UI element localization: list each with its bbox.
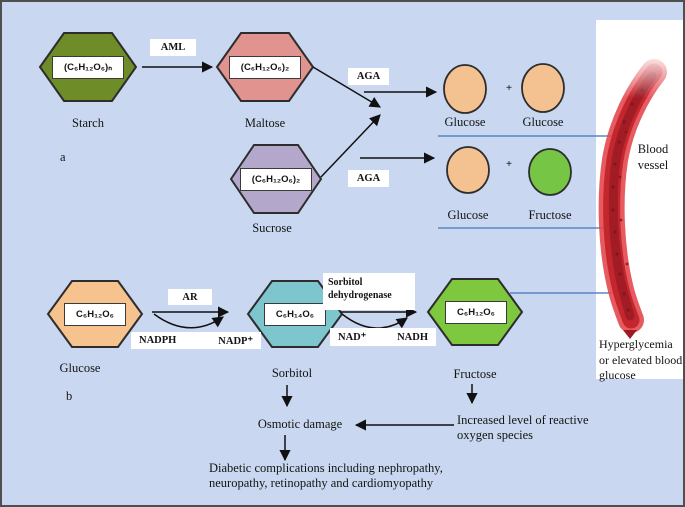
plus-sign-top: + xyxy=(505,82,513,94)
diabetic-complications-line1: Diabetic complications including nephrop… xyxy=(209,461,443,475)
glucose-product-label-2: Glucose xyxy=(522,115,564,129)
nadh-label: NADH xyxy=(397,331,428,343)
vessel-blood-cells xyxy=(611,88,644,312)
reaction-arrows xyxy=(142,61,478,462)
arrow-nad-swoosh xyxy=(341,313,408,329)
starch-label: Starch xyxy=(72,116,104,130)
nad-label: NAD⁺ xyxy=(338,332,367,343)
arrow-maltose-converge xyxy=(312,66,381,108)
ros-label-line1: Increased level of reactive xyxy=(457,413,589,427)
plus-sign-bottom: + xyxy=(505,158,513,170)
glucose-product-label-1: Glucose xyxy=(444,115,486,129)
sucrose-label: Sucrose xyxy=(252,221,292,235)
hyperglycemia-caption: Hyperglycemia or elevated blood glucose xyxy=(599,337,683,382)
fructose-product-label: Fructose xyxy=(528,208,572,222)
glucose-formula-box: C₆H₁₂O₆ xyxy=(64,303,126,326)
blood-vessel-label: Blood vessel xyxy=(637,142,669,172)
maltose-label: Maltose xyxy=(244,116,286,130)
fructose-circle xyxy=(528,148,572,196)
glucose-circle-2 xyxy=(521,63,565,113)
starch-formula-box: (C₆H₁₂O₆)ₙ xyxy=(52,56,124,79)
aga-bottom-enzyme-box: AGA xyxy=(348,170,389,187)
ros-label: Increased level of reactive oxygen speci… xyxy=(457,413,597,443)
arrow-nadph-swoosh xyxy=(153,313,224,329)
glucose-circle-3 xyxy=(446,146,490,194)
vessel-core xyxy=(608,71,657,321)
maltose-formula-box: (C₆H₁₂O₆)₂ xyxy=(229,56,301,79)
fructose-b-label: Fructose xyxy=(453,367,497,381)
sdh-enzyme-box: Sorbitol dehydrogenase xyxy=(323,273,415,310)
ar-enzyme-box: AR xyxy=(168,289,212,305)
osmotic-damage-label: Osmotic damage xyxy=(257,417,343,431)
sorbitol-formula-box: C₆H₁₄O₆ xyxy=(264,303,326,326)
nadp-label: NADP⁺ xyxy=(218,335,253,347)
glucose-product-label-3: Glucose xyxy=(447,208,489,222)
aga-top-enzyme-box: AGA xyxy=(348,68,389,85)
sucrose-formula-box: (C₆H₁₂O₆)₂ xyxy=(240,168,312,191)
fructose-formula-box: C₆H₁₂O₆ xyxy=(445,301,507,324)
nadph-label: NADPH xyxy=(139,335,177,346)
glucose-circle-1 xyxy=(443,64,487,114)
section-a-label: a xyxy=(60,150,66,164)
nadph-cofactor-box: NADPH NADP⁺ xyxy=(131,332,261,349)
vessel-top-fade xyxy=(596,50,683,98)
aml-enzyme-box: AML xyxy=(150,39,196,56)
glucose-b-label: Glucose xyxy=(59,361,101,375)
sorbitol-label: Sorbitol xyxy=(271,366,313,380)
blood-vessel-image xyxy=(596,50,683,339)
arrow-sucrose-converge xyxy=(320,114,381,178)
nad-cofactor-box: NAD⁺ NADH xyxy=(330,328,436,346)
diabetic-complications-label: Diabetic complications including nephrop… xyxy=(209,461,469,491)
vessel-bottom-arrow-icon xyxy=(623,330,637,339)
ros-label-line2: oxygen species xyxy=(457,428,534,442)
section-b-label: b xyxy=(66,389,73,403)
diabetic-complications-line2: neuropathy, retinopathy and cardiomyopat… xyxy=(209,476,434,490)
